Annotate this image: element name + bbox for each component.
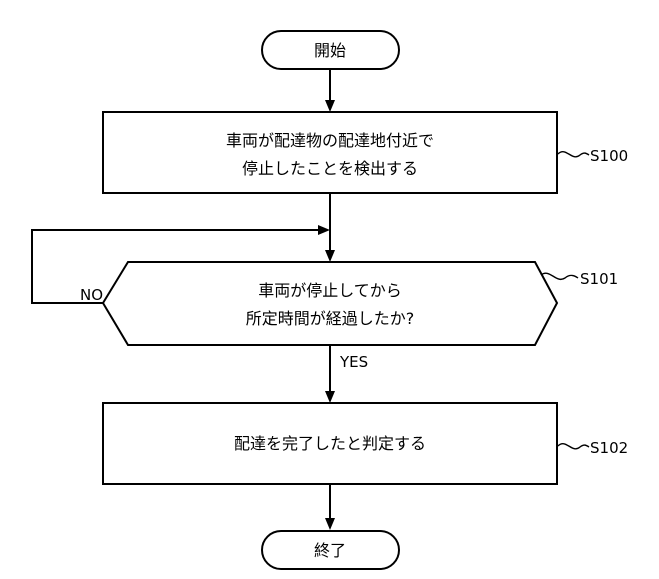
arrow-yes — [325, 345, 335, 403]
leader-line-s100 — [557, 151, 590, 158]
end-terminal: 終了 — [261, 530, 400, 570]
start-terminal: 開始 — [261, 30, 400, 70]
step-label-s102: S102 — [590, 439, 628, 457]
arrow-no-loop — [31, 225, 330, 304]
leader-line-s101 — [540, 272, 579, 281]
branch-label-no: NO — [80, 286, 103, 304]
arrow-start-to-s100 — [325, 69, 335, 112]
decision-s101: 車両が停止してから 所定時間が経過したか? — [101, 261, 559, 346]
step-label-s100: S100 — [590, 147, 628, 165]
decision-s101-shape — [101, 261, 559, 346]
arrow-head — [325, 518, 335, 530]
decision-s101-line-2: 所定時間が経過したか? — [246, 309, 415, 328]
start-terminal-label: 開始 — [314, 41, 346, 60]
process-box-s100-line-1: 車両が配達物の配達地付近で — [226, 131, 434, 150]
arrow-s102-to-end — [325, 484, 335, 530]
process-box-s102-shape — [102, 402, 558, 485]
step-label-s101: S101 — [580, 270, 618, 288]
leader-line-s102 — [557, 443, 590, 450]
process-box-s100-shape — [102, 111, 558, 194]
process-box-s102: 配達を完了したと判定する — [102, 402, 558, 485]
branch-label-yes: YES — [339, 353, 368, 371]
arrow-head — [318, 225, 330, 235]
end-terminal-shape — [261, 530, 400, 570]
process-box-s100: 車両が配達物の配達地付近で 停止したことを検出する — [102, 111, 558, 194]
arrow-head — [325, 391, 335, 403]
arrow-s100-to-s101 — [325, 193, 335, 262]
end-terminal-label: 終了 — [314, 541, 346, 560]
arrow-line — [31, 229, 320, 304]
process-box-s100-line-2: 停止したことを検出する — [242, 159, 418, 178]
process-box-s102-line-1: 配達を完了したと判定する — [234, 434, 426, 453]
decision-s101-line-1: 車両が停止してから — [258, 281, 402, 300]
arrow-head — [325, 250, 335, 262]
arrow-head — [325, 100, 335, 112]
